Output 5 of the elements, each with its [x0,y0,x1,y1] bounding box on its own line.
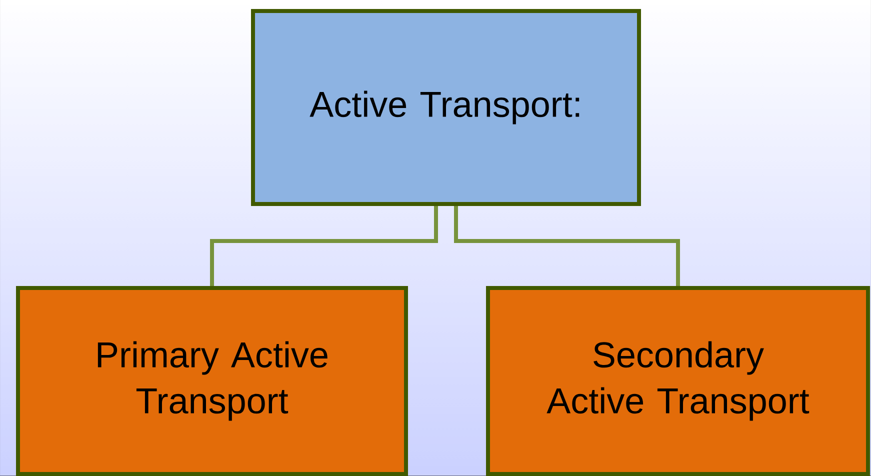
process-box: Primary Active Transport [16,286,408,476]
connector-line [210,206,438,286]
process-box: Secondary Active Transport [486,286,870,476]
process-box: Active Transport: [251,9,641,206]
connector-line [454,206,680,286]
